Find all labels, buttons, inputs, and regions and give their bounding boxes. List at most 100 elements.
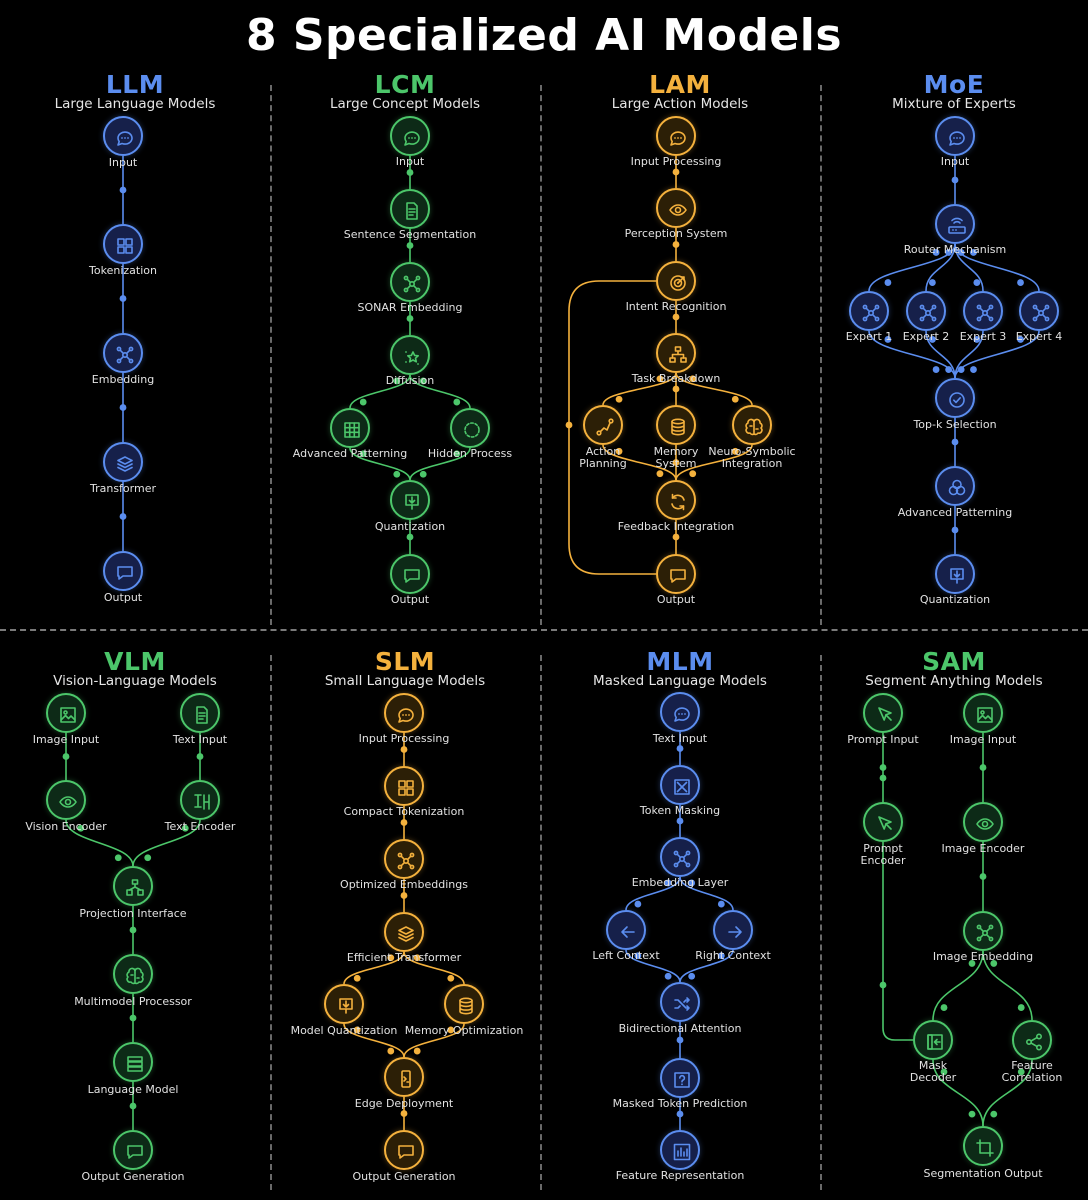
connector-dot: [353, 974, 361, 982]
eye-icon: [669, 204, 687, 216]
layers-icon: [398, 926, 414, 942]
panel-subtitle: Vision-Language Models: [53, 673, 217, 689]
node-expert-4: [1019, 291, 1059, 331]
connector-dot: [359, 450, 367, 458]
column-divider: [270, 655, 272, 1190]
connector-dot: [945, 366, 953, 373]
grid-icon: [398, 780, 414, 796]
connector-dot: [731, 447, 739, 455]
node-masked-token-prediction: [660, 1058, 700, 1098]
node-expert-2: [906, 291, 946, 331]
connector-line: [954, 330, 1040, 379]
brain-icon: [745, 418, 763, 436]
connector-dot: [689, 375, 697, 383]
download-box-icon: [339, 998, 353, 1014]
panel-title: VLM: [104, 647, 166, 676]
node-label: Prompt Input: [847, 733, 919, 746]
column-divider: [820, 85, 822, 625]
panel-title: MLM: [646, 647, 714, 676]
connector-line: [602, 444, 677, 481]
connector-line: [349, 447, 411, 481]
node-label: Memory Optimization: [404, 1024, 524, 1037]
connector-dot: [144, 854, 152, 862]
node-label: Image Encoder: [941, 842, 1025, 855]
connector-line: [409, 447, 471, 481]
message-icon: [398, 1145, 414, 1159]
connector-line: [65, 819, 134, 867]
node-label: Efficient Transformer: [346, 951, 462, 964]
node-label: Embedding Layer: [631, 876, 729, 889]
message-icon: [117, 566, 133, 580]
connector-dot: [129, 926, 137, 934]
node-router-mechanism: [935, 204, 975, 244]
node-output: [390, 554, 430, 594]
node-label: Expert 4: [1015, 330, 1063, 343]
connector-dot: [672, 533, 680, 541]
connector-dot: [400, 1110, 408, 1117]
node-label: Image Input: [32, 733, 100, 746]
node-memory-optimization: [444, 984, 484, 1024]
connector-dot: [940, 1068, 948, 1076]
connector-dot: [129, 1102, 137, 1110]
text-encoder-icon: [194, 794, 210, 810]
node-diffusion: [390, 335, 430, 375]
bar-chart-icon: [673, 1143, 691, 1161]
download-box-icon: [950, 568, 964, 584]
phone-icon: [401, 1070, 411, 1088]
connector-line: [132, 819, 201, 867]
node-feature-representation: [660, 1130, 700, 1170]
cursor-icon: [878, 816, 892, 830]
node-input: [935, 116, 975, 156]
node-label: Input: [108, 156, 138, 169]
node-label: Feature Representation: [615, 1169, 745, 1182]
node-label: Quantization: [374, 520, 446, 533]
connector-dot: [664, 879, 672, 887]
connector-dot: [359, 398, 367, 406]
pattern-grid-icon: [344, 422, 360, 438]
database-icon: [459, 997, 473, 1015]
connector-dot: [884, 279, 892, 286]
connector-dot: [968, 960, 976, 967]
node-input: [103, 116, 143, 156]
chat-bubble-icon: [404, 131, 420, 146]
connector-dot: [447, 974, 455, 982]
connector-dot: [689, 470, 697, 478]
node-neuro-symbolic-integration: [732, 405, 772, 445]
chat-bubble-icon: [398, 708, 414, 723]
node-label: Token Masking: [639, 804, 721, 817]
database-icon: [671, 418, 685, 436]
node-output-generation: [384, 1130, 424, 1170]
connector-dot: [1017, 336, 1024, 343]
network-icon: [919, 304, 937, 322]
connector-dot: [979, 764, 987, 771]
connector-dot: [672, 385, 680, 393]
node-prompt-encoder: [863, 802, 903, 842]
panel-title: SAM: [922, 647, 986, 676]
node-embedding-layer: [660, 837, 700, 877]
connector-line: [868, 243, 956, 292]
node-advanced-patterning: [935, 466, 975, 506]
connector-dot: [970, 366, 977, 373]
connector-dot: [400, 746, 408, 753]
arrow-right-icon: [728, 926, 742, 938]
connector-dot: [676, 1110, 684, 1118]
connector-dot: [634, 900, 642, 908]
network-icon: [116, 346, 134, 364]
node-label: Quantization: [919, 593, 991, 606]
connector-line: [954, 243, 1040, 292]
node-label: Bidirectional Attention: [618, 1022, 742, 1035]
node-vision-encoder: [46, 780, 86, 820]
connector-dot: [119, 513, 127, 520]
node-label: Feedback Integration: [617, 520, 735, 533]
eye-icon: [59, 796, 77, 808]
node-label: Prompt Encoder: [860, 842, 906, 867]
node-quantization: [390, 480, 430, 520]
download-box-icon: [405, 494, 419, 510]
connector-dot: [406, 169, 414, 176]
connector-dot: [676, 817, 684, 825]
node-label: Feature Correlation: [1001, 1059, 1063, 1084]
node-label: Expert 2: [902, 330, 950, 343]
